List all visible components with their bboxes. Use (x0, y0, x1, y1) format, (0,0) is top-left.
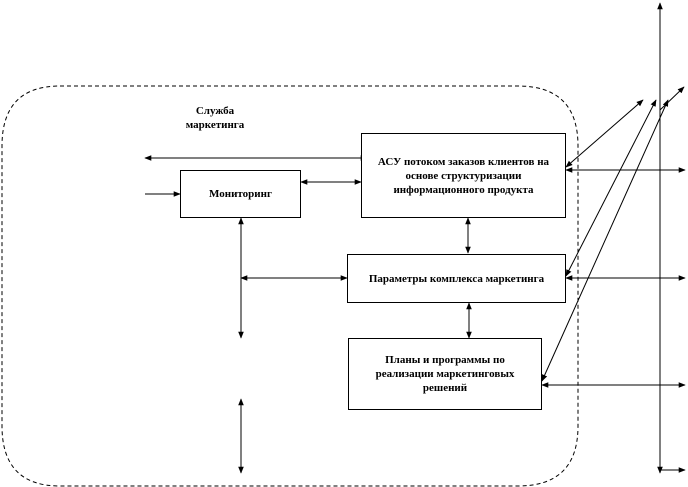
plans-box: Планы и программы по реализации маркетин… (348, 338, 542, 410)
asu-box: АСУ потоком заказов клиентов на основе с… (361, 133, 566, 218)
service-label-line1: Служба (195, 105, 235, 117)
parameters-label: Параметры комплекса маркетинга (368, 272, 545, 285)
monitoring-box: Мониторинг (180, 170, 301, 218)
service-label: Служба маркетинга (170, 104, 260, 132)
service-label-line2: маркетинга (185, 119, 245, 131)
diagonal-plans (541, 99, 669, 382)
monitoring-label: Мониторинг (209, 188, 272, 200)
plans-label: Планы и программы по реализации маркетин… (375, 354, 515, 394)
diagonal-parameters (565, 99, 657, 277)
diagonal-top-right (659, 86, 685, 111)
parameters-box: Параметры комплекса маркетинга (347, 254, 566, 303)
asu-label: АСУ потоком заказов клиентов на основе с… (377, 155, 550, 196)
